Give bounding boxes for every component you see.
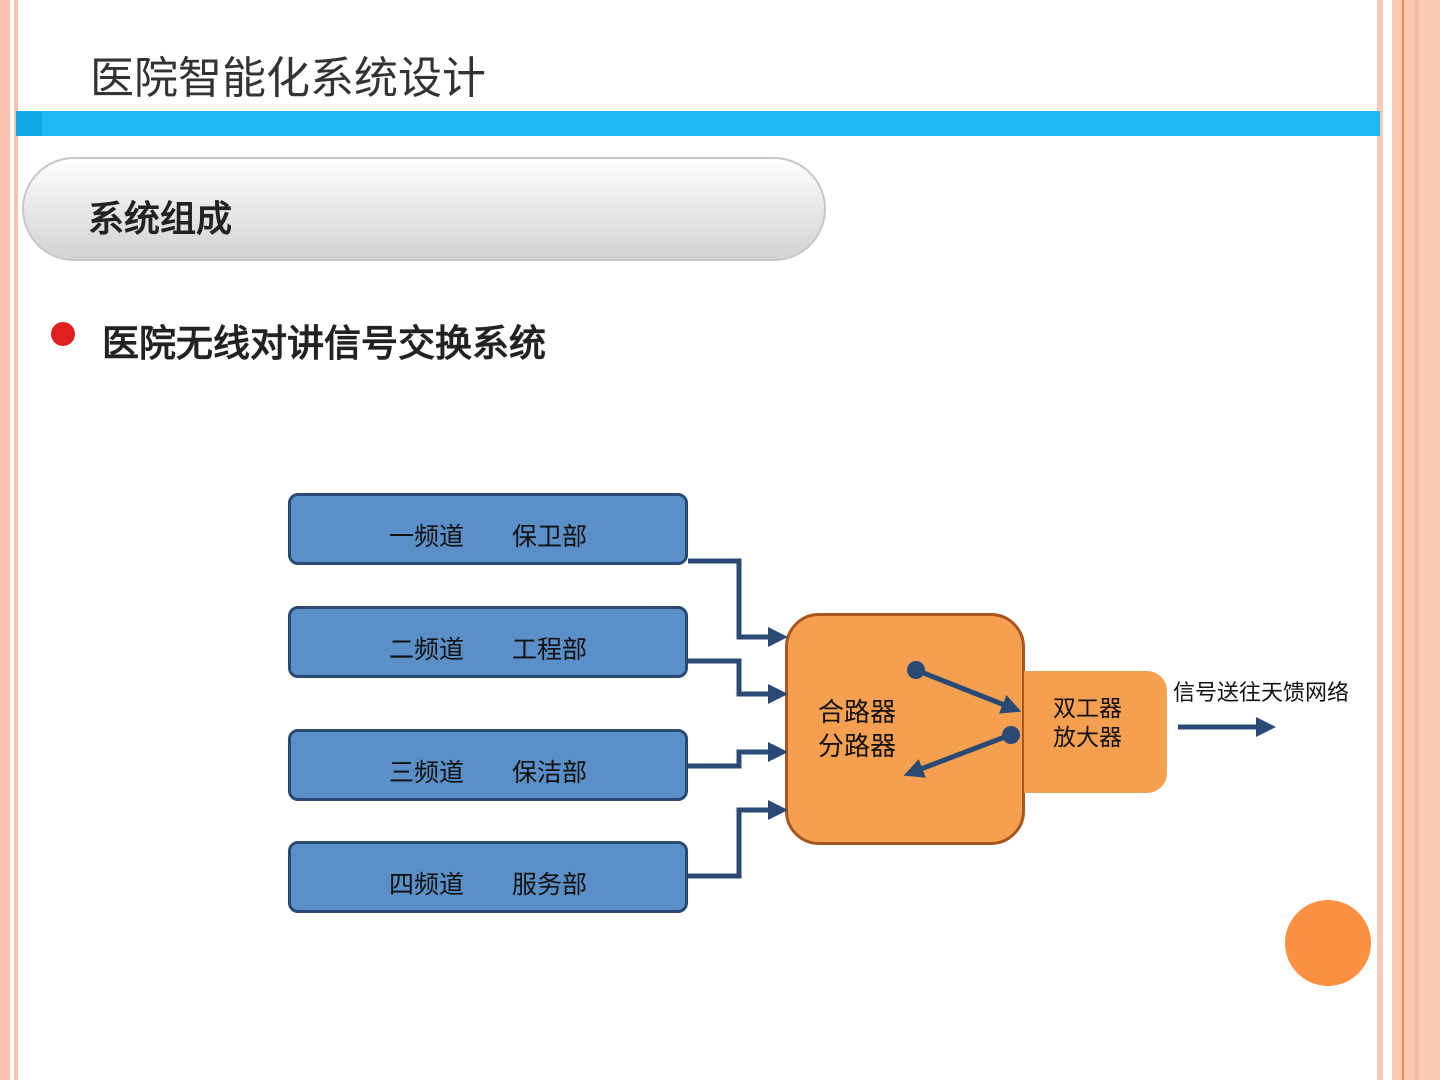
right-border-stripe xyxy=(1377,0,1383,1080)
channel-box-2: 二频道 工程部 xyxy=(288,606,688,678)
output-label: 信号送往天馈网络 xyxy=(1173,681,1350,706)
channel-name: 三频道 xyxy=(388,758,464,787)
section-title: 系统组成 xyxy=(88,198,233,240)
duplexer-label-line1: 双工器 xyxy=(1053,696,1122,722)
channel-box-4: 四频道 服务部 xyxy=(288,841,688,913)
right-border-line xyxy=(1402,0,1404,1080)
duplexer-label: 双工器放大器 xyxy=(1053,695,1122,753)
slide-title: 医院智能化系统设计 xyxy=(90,53,486,104)
channel-box-1: 一频道 保卫部 xyxy=(288,493,688,565)
channel-dept: 保洁部 xyxy=(512,758,588,787)
section-header-pill xyxy=(22,157,826,261)
right-border-line xyxy=(1415,0,1419,1080)
combiner-box xyxy=(785,613,1025,845)
decorative-orange-circle xyxy=(1285,900,1371,986)
channel-name: 二频道 xyxy=(388,635,464,664)
combiner-label-line2: 分路器 xyxy=(818,732,897,762)
switch-arrow-in xyxy=(903,732,1011,778)
channel-name: 一频道 xyxy=(388,522,464,551)
channel-box-3: 三频道 保洁部 xyxy=(288,729,688,801)
bullet-dot-icon xyxy=(51,322,75,346)
channel-dept: 服务部 xyxy=(512,870,588,899)
connector-arrow-3 xyxy=(688,742,788,769)
title-accent-bar xyxy=(16,111,1380,136)
channel-name: 四频道 xyxy=(388,870,464,899)
channel-dept: 工程部 xyxy=(512,635,588,664)
duplexer-label-line2: 放大器 xyxy=(1053,725,1122,751)
combiner-label-line1: 合路器 xyxy=(818,698,897,728)
left-border-stripe xyxy=(0,0,10,1080)
connector-arrow-4 xyxy=(688,800,788,879)
duplexer-box xyxy=(1024,671,1167,793)
bullet-text: 医院无线对讲信号交换系统 xyxy=(102,321,546,365)
combiner-label: 合路器分路器 xyxy=(818,696,896,764)
channel-dept: 保卫部 xyxy=(512,522,588,551)
connector-arrow-2 xyxy=(688,658,788,704)
left-border-stripe xyxy=(14,0,18,1080)
switch-arrow-out xyxy=(915,667,1022,714)
connector-arrow-1 xyxy=(688,558,788,647)
